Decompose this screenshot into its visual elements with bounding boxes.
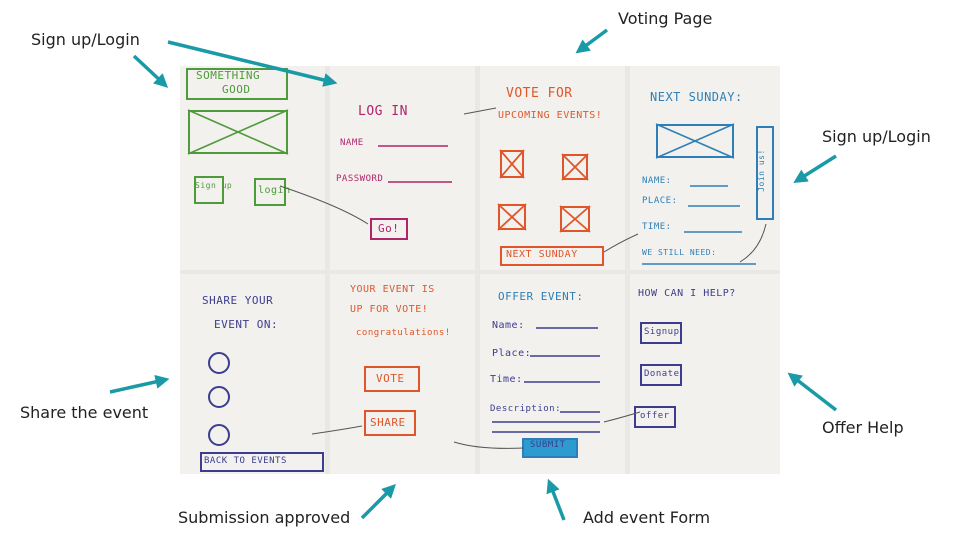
vote-button-sketch [364,366,420,392]
next-sunday-name-label: NAME: [642,176,672,186]
next-sunday-button-label: NEXT SUNDAY [506,249,578,260]
vote-title-line2: UPCOMING EVENTS! [498,110,603,121]
flow-offer-to-form [603,411,641,423]
vote-title-line1: VOTE FOR [506,86,573,101]
hero-image-placeholder [188,110,288,154]
paper-prototype-sheet: SOMETHING GOOD Sign up login LOG IN NAME… [180,66,780,474]
offer-name-label: Name: [492,320,525,331]
annotation-share-event: Share the event [20,403,149,422]
help-signup-label: Signup [644,327,680,337]
join-us-sidebar-sketch [756,126,774,220]
event-thumbnail-3 [498,204,526,230]
annotation-signup-login-right: Sign up/Login [822,127,931,146]
help-donate-button-sketch [640,364,682,386]
annotation-submission-approved: Submission approved [178,508,351,527]
login-name-label: NAME [340,138,364,148]
offer-description-label: Description: [490,404,562,414]
login-password-label: PASSWORD [336,174,384,184]
event-thumbnail-4 [560,206,590,232]
next-sunday-time-label: TIME: [642,222,672,232]
help-signup-button-sketch [640,322,682,344]
help-title: HOW CAN I HELP? [638,288,736,299]
arrow-to-approved-page [360,484,396,520]
login-button-sketch [254,178,286,206]
approved-title-line1: YOUR EVENT IS [350,284,435,295]
hero-cross-line-b [187,109,289,155]
offer-event-title: OFFER EVENT: [498,290,584,303]
annotation-offer-help: Offer Help [822,418,904,437]
share-button-label: SHARE [370,416,406,429]
login-title: LOG IN [358,104,408,119]
landing-title-line1: SOMETHING [196,69,261,82]
still-need-label: WE STILL NEED: [642,248,717,257]
arrow-to-help-page [787,372,838,412]
vote-button-label: VOTE [376,372,405,385]
share-title-line2: EVENT ON: [214,318,279,331]
sketch-lines [187,107,767,449]
annotation-add-event-form: Add event Form [583,508,711,527]
pinterest-icon [208,386,230,408]
logo-box [186,68,288,100]
arrow-to-share-page [109,374,170,394]
login-label: login [258,185,291,196]
signup-label: Sign up [195,181,233,190]
event-thumbnail-1 [500,150,524,178]
annotation-voting-page: Voting Page [618,9,713,28]
next-sunday-cross [655,123,735,159]
back-to-events-button-sketch [200,452,324,472]
back-to-events-label: BACK TO EVENTS [204,456,287,466]
arrow-to-landing-page [132,54,169,88]
submit-label: SUBMIT [530,440,566,450]
panel-login [330,66,475,270]
share-button-sketch [364,410,416,436]
next-sunday-title: NEXT SUNDAY: [650,90,743,104]
panel-next-sunday [630,66,780,270]
arrow-to-voting-page [575,28,609,54]
facebook-icon [208,352,230,374]
share-title-line1: SHARE YOUR [202,294,274,307]
panel-approved [330,274,475,474]
help-offer-label: offer [640,411,670,421]
flow-submit-to-approved [453,441,525,449]
panel-landing [180,66,325,270]
panel-vote [480,66,625,270]
landing-title-line2: GOOD [222,83,251,96]
flow-join-to-need [739,223,767,263]
go-label: Go! [378,222,400,235]
approved-title-line2: UP FOR VOTE! [350,304,429,315]
thumb-2-cross [561,153,589,181]
go-button-sketch [370,218,408,240]
thumb-4-cross [559,205,591,233]
offer-place-label: Place: [492,348,532,359]
next-sunday-button-sketch [500,246,604,266]
flow-landing-to-login [279,185,369,225]
arrow-to-offer-form [546,478,566,521]
help-offer-button-sketch [634,406,676,428]
thumb-3-cross [497,203,527,231]
annotation-signup-login-left: Sign up/Login [31,30,140,49]
congratulations-label: congratulations! [356,328,451,338]
panel-help [630,274,780,474]
next-sunday-image-placeholder [656,124,734,158]
panel-share [180,274,325,474]
thumb-1-cross [499,149,525,179]
arrow-to-login-page [167,40,338,87]
next-sunday-place-label: PLACE: [642,196,678,206]
flow-share-to-share-page [311,425,363,435]
event-thumbnail-2 [562,154,588,180]
whatsapp-icon [208,424,230,446]
arrow-to-join-us [793,154,837,183]
signup-button-sketch [194,176,224,204]
help-donate-label: Donate [644,369,680,379]
offer-time-label: Time: [490,374,523,385]
flow-vote-to-next-sunday [603,233,639,253]
flow-login-to-vote [463,107,497,115]
